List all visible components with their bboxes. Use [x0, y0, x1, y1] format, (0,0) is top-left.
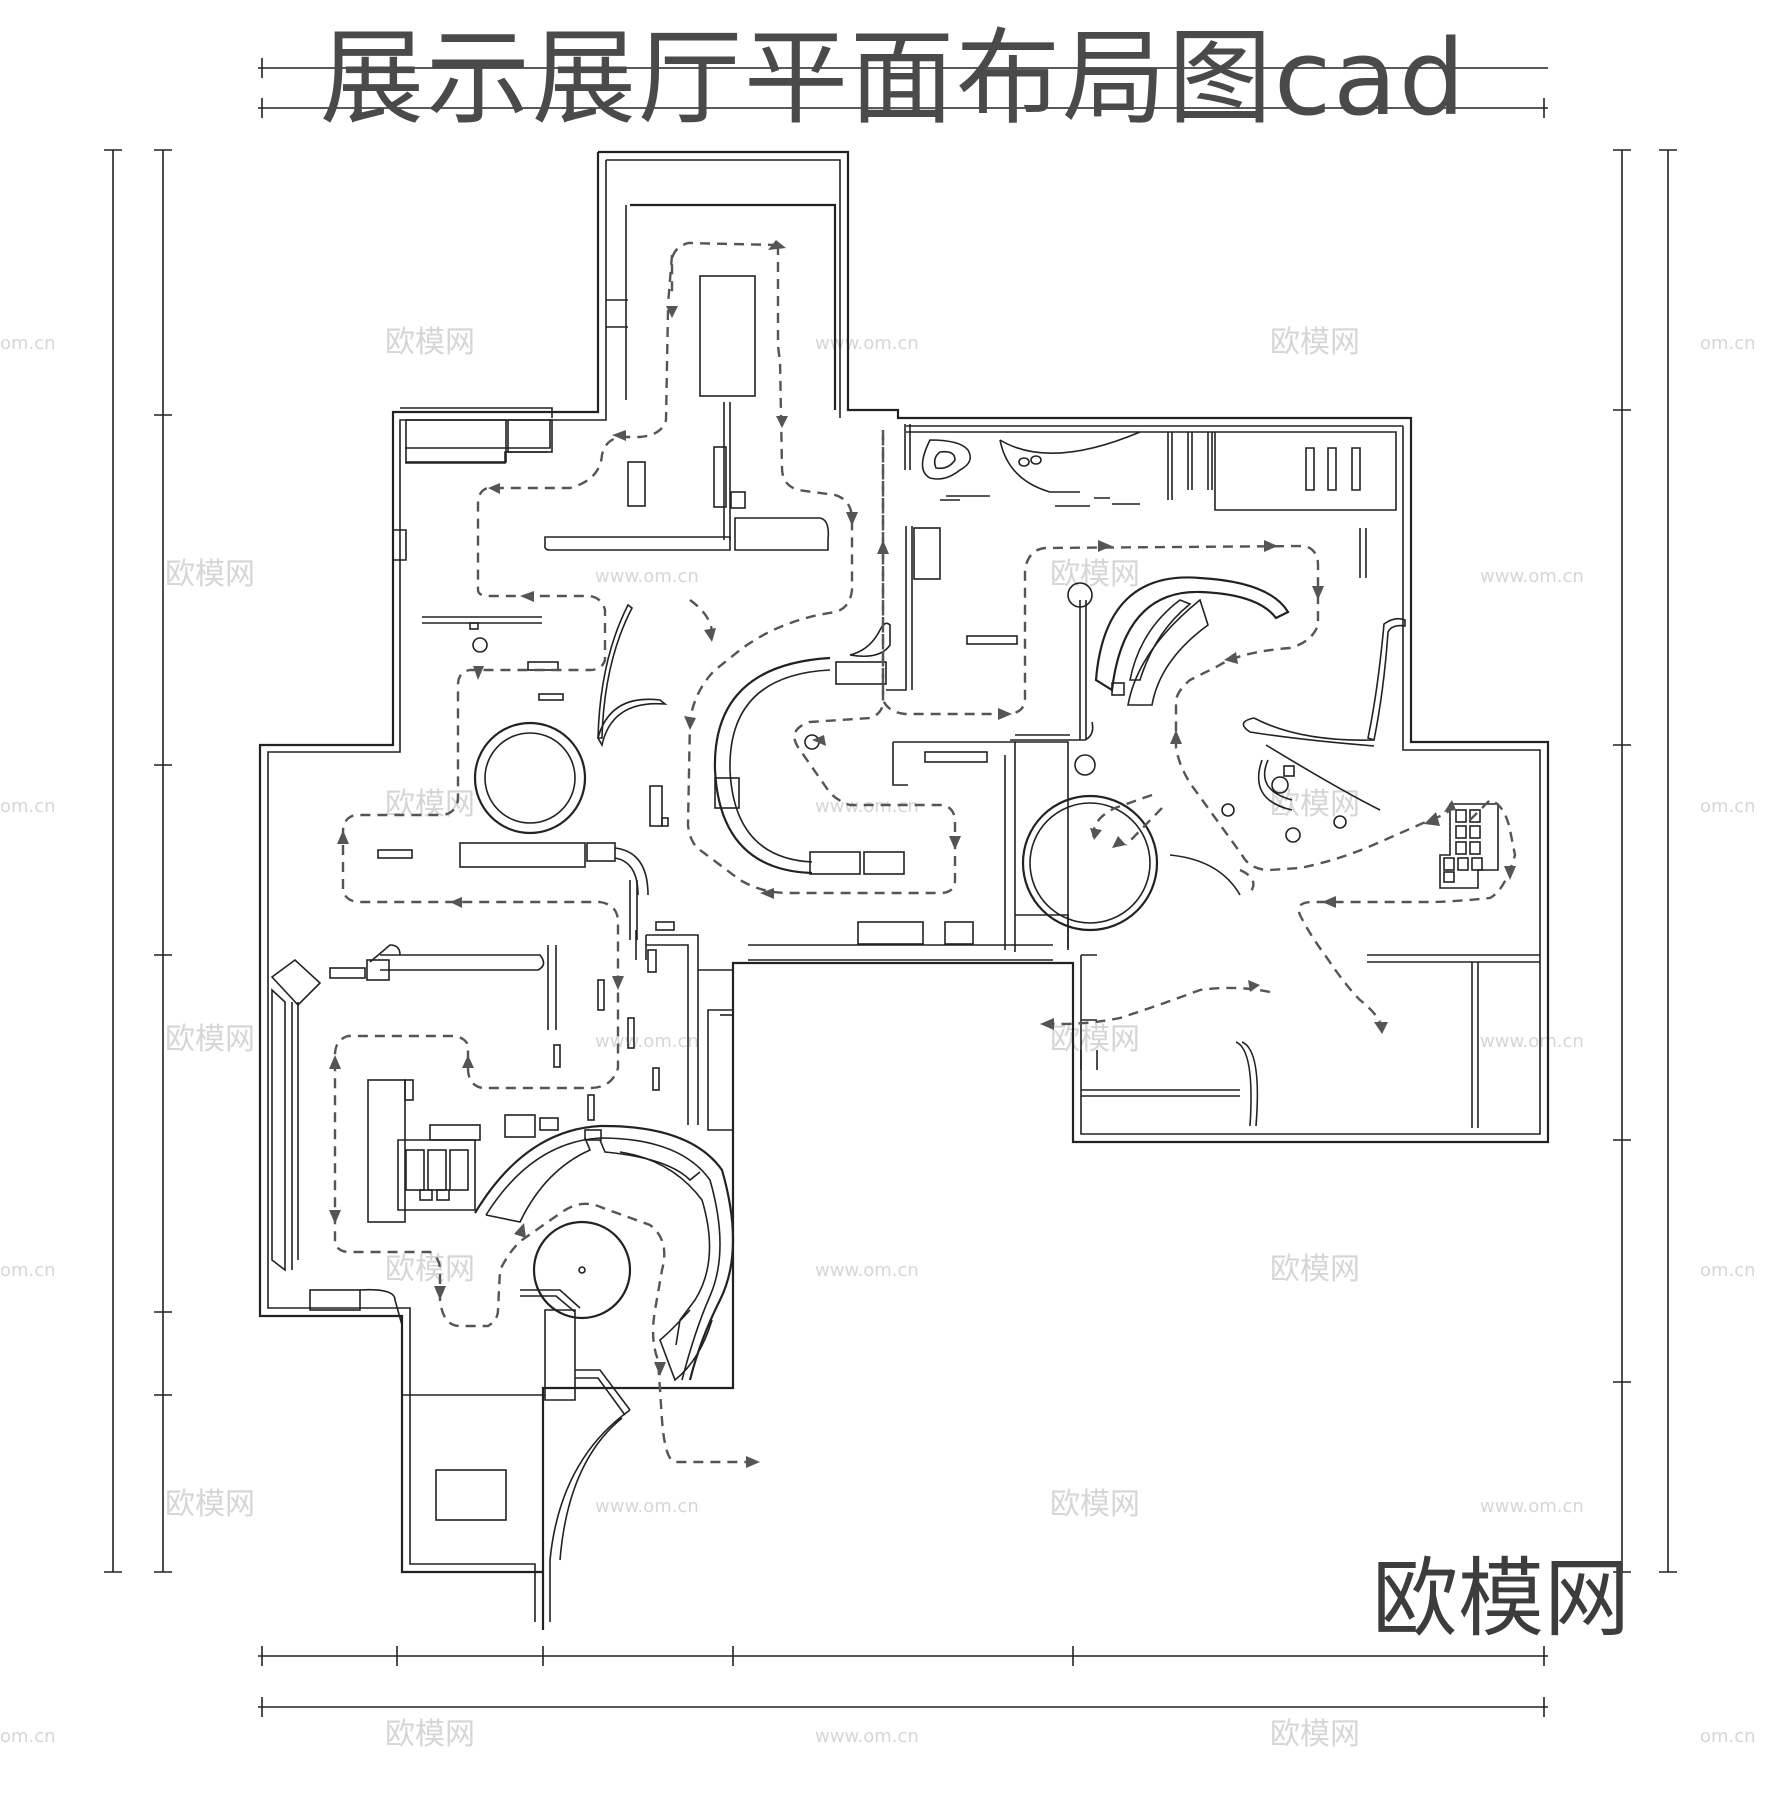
watermark-cn: 欧模网 [1270, 1717, 1360, 1752]
bottom-dimension-lines [258, 1646, 1548, 1717]
flow-arrows [329, 240, 1516, 1468]
watermark-url: om.cn [0, 1260, 56, 1281]
left-dimension-lines [104, 149, 172, 1573]
watermark-cn: 欧模网 [165, 557, 255, 592]
right-dimension-lines [1613, 149, 1677, 1573]
brand-logo-text: 欧模网 [1372, 1549, 1630, 1649]
watermark-cn: 欧模网 [1270, 325, 1360, 360]
watermark-cn: 欧模网 [165, 1022, 255, 1057]
display-grid [1443, 809, 1483, 883]
watermark-cn: 欧模网 [385, 1252, 475, 1287]
interior-walls [270, 203, 1540, 1622]
watermark-url: om.cn [0, 333, 56, 354]
watermark-url: om.cn [0, 1726, 56, 1747]
watermark-url: om.cn [1700, 796, 1756, 817]
watermark-url: om.cn [1700, 333, 1756, 354]
watermark-url: www.om.cn [1480, 566, 1584, 587]
watermark-url: www.om.cn [815, 1260, 919, 1281]
watermark-cn: 欧模网 [1050, 557, 1140, 592]
watermark-url: www.om.cn [1480, 1031, 1584, 1052]
title-dimension-lines [258, 58, 1548, 118]
watermark-url: www.om.cn [815, 1726, 919, 1747]
watermark-url: www.om.cn [815, 796, 919, 817]
watermark-cn: 欧模网 [165, 1487, 255, 1522]
watermark-cn: 欧模网 [1050, 1022, 1140, 1057]
watermark-url: www.om.cn [595, 1031, 699, 1052]
visitor-flow-path [333, 241, 1517, 1464]
watermark-url: om.cn [1700, 1260, 1756, 1281]
exterior-walls [258, 150, 1550, 1630]
watermark-url: om.cn [1700, 1726, 1756, 1747]
watermark-url: www.om.cn [595, 566, 699, 587]
watermark-cn: 欧模网 [385, 1717, 475, 1752]
watermark-cn: 欧模网 [1270, 1252, 1360, 1287]
drawing-title: 展示展厅平面布局图cad [320, 17, 1467, 139]
watermark-cn: 欧模网 [385, 325, 475, 360]
watermark-url: www.om.cn [1480, 1496, 1584, 1517]
watermark-cn: 欧模网 [1270, 787, 1360, 822]
watermark-url: om.cn [0, 796, 56, 817]
watermark-url: www.om.cn [595, 1496, 699, 1517]
watermark-cn: 欧模网 [1050, 1487, 1140, 1522]
watermark-url: www.om.cn [815, 333, 919, 354]
